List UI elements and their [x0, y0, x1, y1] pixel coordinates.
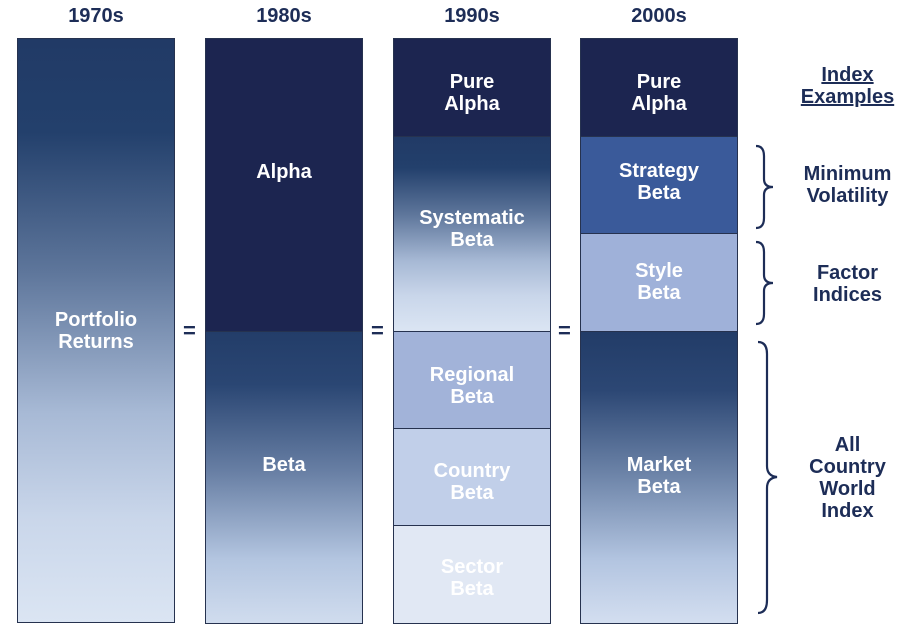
header-1990s: 1990s — [444, 5, 500, 27]
sector-beta-block: Sector Beta — [393, 525, 551, 624]
pure-alpha-block-2000s: Pure Alpha — [580, 38, 738, 137]
style-beta-block: Style Beta — [580, 233, 738, 332]
index-examples-heading: Index Examples — [800, 64, 895, 108]
column-1990s: Pure Alpha Systematic Beta Regional Beta… — [393, 38, 551, 624]
factor-indices-label: Factor Indices — [813, 262, 882, 306]
strategy-beta-block: Strategy Beta — [580, 136, 738, 234]
header-2000s: 2000s — [631, 5, 687, 27]
pure-alpha-label-1990s: Pure Alpha — [444, 71, 500, 115]
equals-sign-1: = — [183, 318, 196, 343]
regional-beta-block: Regional Beta — [393, 331, 551, 429]
column-1980s: Alpha Beta — [205, 38, 363, 624]
acwi-label: All Country World Index — [809, 434, 886, 522]
column-1970s: Portfolio Returns — [17, 38, 175, 623]
portfolio-returns-label: Portfolio Returns — [54, 309, 138, 353]
market-beta-label: Market Beta — [626, 454, 692, 498]
style-beta-label: Style Beta — [635, 260, 683, 304]
alpha-block: Alpha — [205, 38, 363, 332]
brace-all-country-world-index — [757, 340, 778, 615]
equals-sign-3: = — [558, 318, 571, 343]
regional-beta-label: Regional Beta — [429, 364, 515, 408]
sector-beta-label: Sector Beta — [440, 556, 504, 600]
brace-factor-indices — [755, 240, 774, 326]
country-beta-block: Country Beta — [393, 428, 551, 526]
systematic-beta-label: Systematic Beta — [419, 207, 525, 251]
column-2000s: Pure Alpha Strategy Beta Style Beta Mark… — [580, 38, 738, 624]
market-beta-block: Market Beta — [580, 331, 738, 624]
beta-block: Beta — [205, 331, 363, 624]
header-1980s: 1980s — [256, 5, 312, 27]
systematic-beta-block: Systematic Beta — [393, 136, 551, 332]
pure-alpha-block-1990s: Pure Alpha — [393, 38, 551, 137]
brace-minimum-volatility — [755, 144, 774, 230]
header-1970s: 1970s — [68, 5, 124, 27]
country-beta-label: Country Beta — [433, 460, 511, 504]
alpha-label: Alpha — [256, 161, 312, 183]
beta-label: Beta — [262, 454, 306, 476]
pure-alpha-label-2000s: Pure Alpha — [631, 71, 687, 115]
strategy-beta-label: Strategy Beta — [618, 160, 700, 204]
minimum-volatility-label: Minimum Volatility — [803, 163, 892, 207]
equals-sign-2: = — [371, 318, 384, 343]
